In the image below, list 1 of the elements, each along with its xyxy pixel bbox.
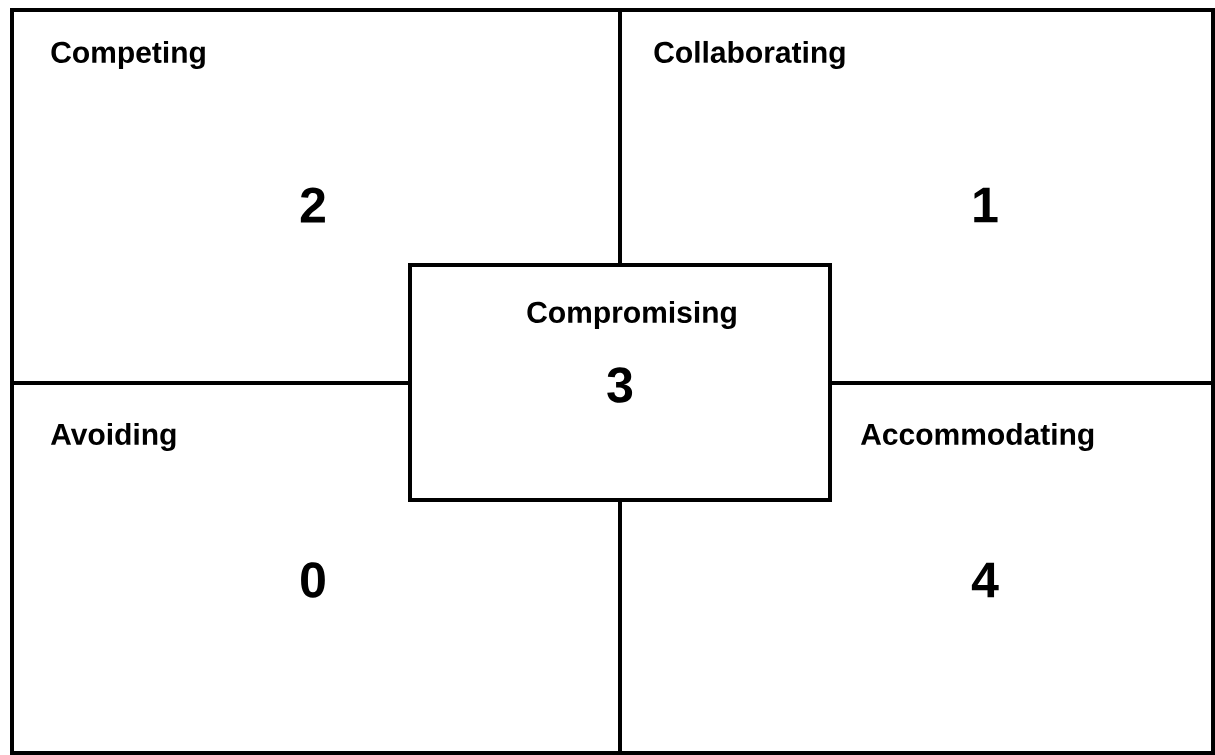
center-box: Compromising 3	[408, 263, 832, 502]
